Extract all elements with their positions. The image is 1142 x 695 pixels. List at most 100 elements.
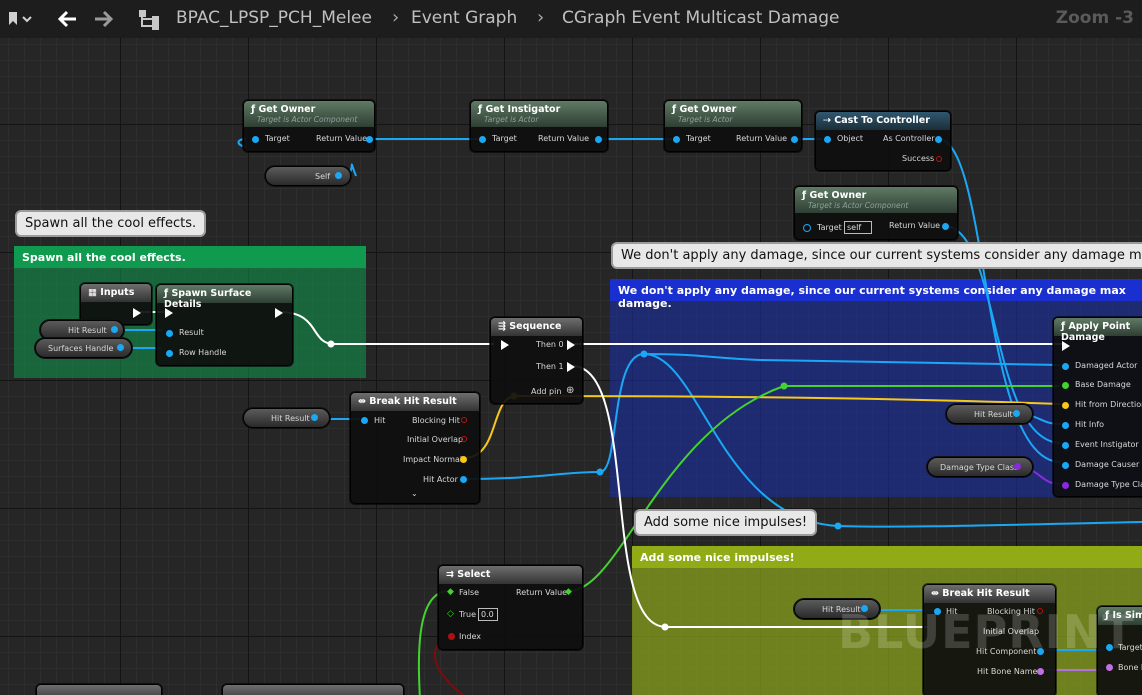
damage-type-class-variable[interactable]: Damage Type Class bbox=[927, 457, 1033, 477]
hit-result-variable[interactable]: Hit Result bbox=[794, 599, 880, 619]
as-controller-pin[interactable] bbox=[935, 136, 942, 143]
hit-pin[interactable] bbox=[934, 608, 941, 615]
add-pin-button[interactable]: Add pin bbox=[531, 387, 562, 396]
exec-input-pin[interactable] bbox=[501, 340, 509, 350]
initial-overlap-pin[interactable] bbox=[461, 436, 467, 442]
hit-result-variable[interactable]: Hit Result bbox=[946, 404, 1033, 424]
node-select[interactable]: ⇉ Select ◆ False Return Value ◆ ◇ True 0… bbox=[438, 565, 583, 650]
pin-label: Initial Overlap bbox=[983, 627, 1040, 636]
breadcrumb-function[interactable]: CGraph Event Multicast Damage bbox=[562, 8, 840, 28]
node-break-hit-result-2[interactable]: ⇹ Break Hit Result Hit Blocking Hit Init… bbox=[923, 584, 1056, 695]
target-pin[interactable] bbox=[479, 136, 486, 143]
node-title: Sequence bbox=[509, 321, 562, 332]
hit-result-pin[interactable] bbox=[861, 605, 868, 612]
hit-from-direction-pin[interactable] bbox=[1062, 402, 1069, 409]
hit-info-pin[interactable] bbox=[1062, 422, 1069, 429]
hit-result-pin[interactable] bbox=[1013, 410, 1020, 417]
bookmark-icon[interactable] bbox=[7, 9, 33, 33]
self-variable[interactable]: Self bbox=[265, 166, 351, 186]
blocking-hit-pin[interactable] bbox=[1037, 608, 1043, 614]
node-header: ⇹ Break Hit Result bbox=[924, 585, 1055, 603]
node-sequence[interactable]: ⇶ Sequence Then 0 Then 1 Add pin ⊕ bbox=[490, 317, 583, 404]
hit-actor-pin[interactable] bbox=[460, 476, 467, 483]
node-apply-point-damage[interactable]: ƒ Apply Point Damage Damaged Actor Base … bbox=[1053, 317, 1142, 497]
float-diamond-icon[interactable]: ◆ bbox=[447, 587, 454, 597]
damage-type-class-pin[interactable] bbox=[1014, 463, 1021, 470]
add-icon[interactable]: ⊕ bbox=[566, 385, 575, 396]
pin-label: Return Value bbox=[889, 221, 941, 230]
damage-type-class-pin[interactable] bbox=[1062, 482, 1069, 489]
target-pin[interactable] bbox=[803, 224, 811, 232]
comment-title: We don't apply any damage, since our cur… bbox=[610, 279, 1142, 310]
target-pin[interactable] bbox=[252, 136, 259, 143]
return-value-pin[interactable] bbox=[942, 223, 949, 230]
exec-output-pin[interactable] bbox=[275, 308, 283, 318]
base-damage-pin[interactable] bbox=[1062, 382, 1069, 389]
exec-input-pin[interactable] bbox=[1062, 341, 1070, 351]
node-spawn-surface-details[interactable]: ƒ Spawn Surface Details Result Row Handl… bbox=[156, 284, 293, 366]
result-pin[interactable] bbox=[166, 330, 173, 337]
impact-normal-pin[interactable] bbox=[460, 456, 467, 463]
return-value-diamond-icon[interactable]: ◆ bbox=[565, 587, 572, 597]
back-arrow-icon[interactable] bbox=[55, 8, 79, 34]
index-pin[interactable] bbox=[448, 633, 455, 640]
bone-name-pin[interactable] bbox=[1106, 664, 1113, 671]
node-is-simulating[interactable]: ƒ Is Sim Target Bone N bbox=[1097, 606, 1142, 695]
expand-chevron-icon[interactable]: ⌄ bbox=[411, 489, 418, 498]
node-header: ⇉ Select bbox=[439, 566, 582, 584]
true-value-field[interactable]: 0.0 bbox=[478, 608, 498, 621]
float-diamond-icon[interactable]: ◇ bbox=[447, 609, 454, 619]
surfaces-handle-variable[interactable]: Surfaces Handle bbox=[35, 338, 132, 358]
return-value-pin[interactable] bbox=[366, 136, 373, 143]
node-partial[interactable] bbox=[222, 684, 404, 695]
breadcrumb-blueprint[interactable]: BPAC_LPSP_PCH_Melee bbox=[176, 8, 372, 28]
pin-label: Return Value bbox=[516, 588, 568, 597]
hit-component-pin[interactable] bbox=[1037, 648, 1044, 655]
target-value-field[interactable]: self bbox=[844, 221, 872, 234]
node-get-owner-3[interactable]: ƒ Get Owner Target is Actor Component Ta… bbox=[794, 186, 958, 240]
node-subtitle: Target is Actor Component bbox=[808, 201, 909, 210]
node-partial[interactable] bbox=[36, 684, 162, 695]
node-get-owner-1[interactable]: ƒ Get Owner Target is Actor Component Ta… bbox=[243, 100, 375, 152]
inputs-icon: ▦ bbox=[88, 287, 101, 298]
node-get-owner-2[interactable]: ƒ Get Owner Target is Actor Target Retur… bbox=[664, 100, 802, 152]
node-get-instigator[interactable]: ƒ Get Instigator Target is Actor Target … bbox=[470, 100, 608, 152]
then-1-pin[interactable] bbox=[567, 362, 575, 372]
self-pin[interactable] bbox=[335, 172, 342, 179]
blocking-hit-pin[interactable] bbox=[461, 417, 467, 423]
row-handle-pin[interactable] bbox=[166, 350, 173, 357]
return-value-pin[interactable] bbox=[595, 136, 602, 143]
comment-box-impulses[interactable]: Add some nice impulses! bbox=[632, 546, 1142, 695]
forward-arrow-icon[interactable] bbox=[92, 8, 116, 34]
surfaces-handle-pin[interactable] bbox=[117, 344, 124, 351]
event-instigator-pin[interactable] bbox=[1062, 442, 1069, 449]
hit-pin[interactable] bbox=[361, 417, 368, 424]
hit-result-variable[interactable]: Hit Result bbox=[243, 408, 330, 428]
success-pin[interactable] bbox=[936, 156, 942, 162]
pin-label: Damage Causer bbox=[1075, 460, 1140, 469]
damaged-actor-pin[interactable] bbox=[1062, 363, 1069, 370]
node-header: ƒ Get Owner Target is Actor Component bbox=[795, 187, 957, 213]
exec-output-pin[interactable] bbox=[133, 308, 141, 318]
pin-label: Hit Actor bbox=[423, 475, 458, 484]
breadcrumb-separator-icon: › bbox=[537, 7, 545, 28]
target-pin[interactable] bbox=[673, 136, 680, 143]
then-0-pin[interactable] bbox=[567, 340, 575, 350]
damage-causer-pin[interactable] bbox=[1062, 462, 1069, 469]
breadcrumb-graph[interactable]: Event Graph bbox=[411, 8, 518, 28]
node-cast-to-controller[interactable]: ⇢ Cast To Controller Object As Controlle… bbox=[815, 111, 951, 171]
pin-label: Result bbox=[179, 328, 204, 337]
hit-result-variable[interactable]: Hit Result bbox=[40, 320, 124, 340]
hit-result-pin[interactable] bbox=[111, 326, 118, 333]
hit-bone-name-pin[interactable] bbox=[1037, 668, 1044, 675]
exec-input-pin[interactable] bbox=[165, 308, 173, 318]
node-inputs[interactable]: ▦ Inputs bbox=[80, 283, 152, 325]
hit-result-pin[interactable] bbox=[311, 414, 318, 421]
return-value-pin[interactable] bbox=[791, 136, 798, 143]
node-header: ⇶ Sequence bbox=[491, 318, 582, 336]
node-break-hit-result-1[interactable]: ⇹ Break Hit Result Hit Blocking Hit Init… bbox=[350, 392, 480, 504]
object-pin[interactable] bbox=[824, 136, 831, 143]
node-title: Get Instigator bbox=[485, 104, 561, 115]
target-pin[interactable] bbox=[1106, 644, 1113, 651]
